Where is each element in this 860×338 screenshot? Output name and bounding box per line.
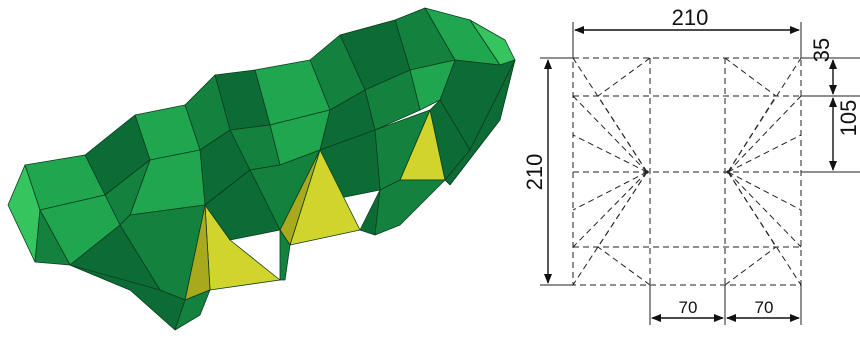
extension-lines <box>540 22 860 325</box>
crease-lines <box>572 57 802 286</box>
facet <box>174 289 211 331</box>
folded-origami-model <box>7 7 516 331</box>
dimension-arrows <box>544 26 837 322</box>
crease-pattern-drawing <box>540 22 860 325</box>
facet <box>279 229 291 281</box>
facet <box>34 209 71 266</box>
facet <box>444 59 516 186</box>
facet <box>374 179 446 236</box>
dim-label-right-35: 35 <box>809 38 834 62</box>
dim-label-right-105: 105 <box>836 100 860 137</box>
center-point-right <box>726 170 730 174</box>
dim-label-left: 210 <box>522 154 547 191</box>
dim-label-bottom-left: 70 <box>679 298 698 317</box>
dim-label-bottom-right: 70 <box>755 298 774 317</box>
dim-label-top: 210 <box>672 5 709 30</box>
center-point-left <box>645 170 649 174</box>
